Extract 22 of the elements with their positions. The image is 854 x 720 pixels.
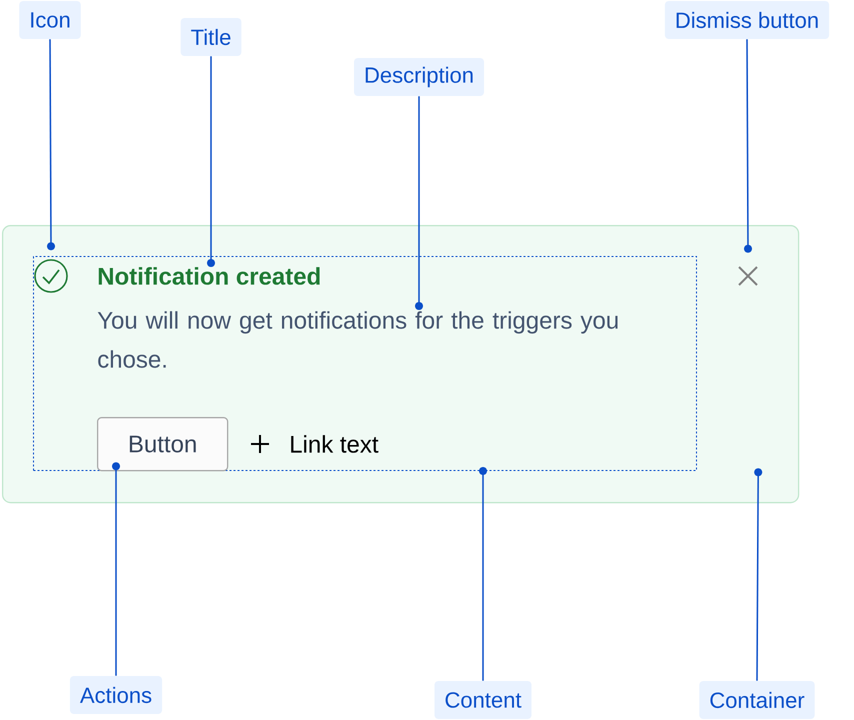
- callout-label: Icon: [19, 1, 81, 39]
- notification-description: You will now get notifications for the triggers you chose.: [98, 311, 618, 368]
- callout-label: Actions: [70, 676, 162, 714]
- button: Button: [97, 417, 228, 472]
- success-icon: [34, 259, 68, 293]
- leader-line: [479, 467, 487, 681]
- callout-label: Description: [354, 58, 484, 96]
- notification-title: Notification created: [98, 267, 320, 285]
- leader-line: [415, 96, 423, 310]
- close-icon: [738, 266, 758, 286]
- notification-card: [2, 225, 800, 504]
- leader-line: [47, 39, 55, 250]
- callout-label: Container: [699, 681, 815, 719]
- callout-label: Title: [180, 18, 242, 56]
- leader-line: [207, 56, 215, 267]
- callout-label: Dismiss button: [664, 1, 830, 39]
- leader-line: [744, 39, 752, 253]
- leader-line: [754, 468, 762, 681]
- leader-line: [112, 462, 120, 676]
- callout-label: Content: [434, 681, 532, 719]
- content-area: [33, 256, 697, 471]
- link-text: Link text: [291, 435, 378, 453]
